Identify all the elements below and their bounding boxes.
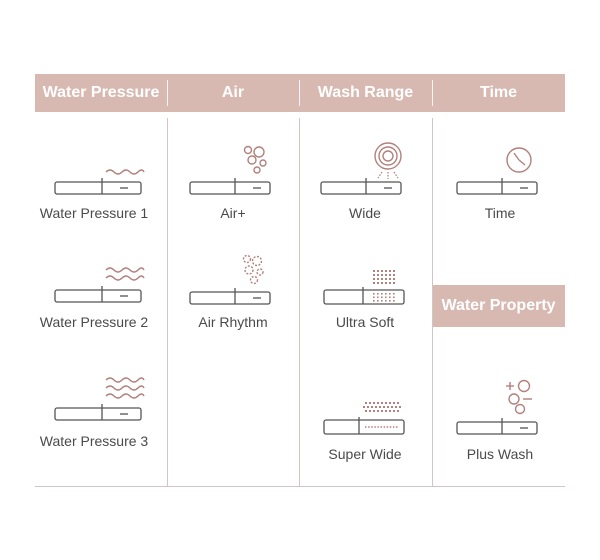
air-rhythm-icon <box>189 254 271 305</box>
plus-wash-icon <box>456 379 538 435</box>
label-super-wide: Super Wide <box>328 446 402 462</box>
wide-wash-icon <box>320 142 402 195</box>
water-pressure-1-icon <box>54 169 145 195</box>
bottom-divider <box>35 486 565 487</box>
super-wide-icon <box>323 402 405 435</box>
header-separator <box>432 80 433 106</box>
column-divider <box>432 118 433 486</box>
label-water-pressure-1: Water Pressure 1 <box>39 205 149 221</box>
header-air: Air <box>167 74 299 112</box>
column-divider <box>299 118 300 486</box>
header-separator <box>299 80 300 106</box>
label-plus-wash: Plus Wash <box>466 446 534 462</box>
air-plus-icon <box>189 145 271 195</box>
header-time: Time <box>432 74 565 112</box>
label-wide: Wide <box>349 205 381 221</box>
label-water-pressure-2: Water Pressure 2 <box>39 314 149 330</box>
ultra-soft-icon <box>323 270 405 305</box>
header-water-pressure: Water Pressure <box>35 74 167 112</box>
column-divider <box>167 118 168 486</box>
label-time: Time <box>484 205 516 221</box>
water-pressure-2-icon <box>54 267 145 303</box>
label-ultra-soft: Ultra Soft <box>335 314 395 330</box>
label-air-plus: Air+ <box>220 205 246 221</box>
label-water-pressure-3: Water Pressure 3 <box>39 433 149 449</box>
timer-clock-icon <box>456 147 538 195</box>
label-air-rhythm: Air Rhythm <box>198 314 268 330</box>
header-separator <box>167 80 168 106</box>
header-water-property: Water Property <box>432 285 565 327</box>
water-pressure-3-icon <box>54 377 145 421</box>
header-wash-range: Wash Range <box>299 74 432 112</box>
